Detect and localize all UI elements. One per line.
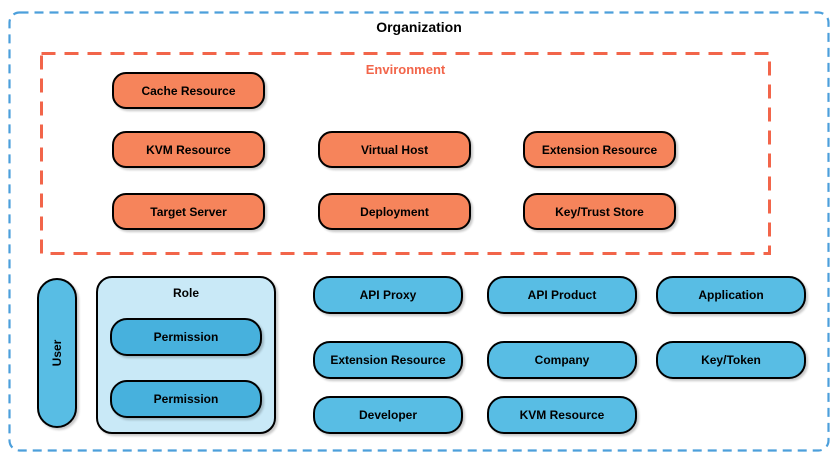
node-developer: Developer xyxy=(313,396,463,434)
node-deployment: Deployment xyxy=(318,193,471,230)
node-cache-resource: Cache Resource xyxy=(112,72,265,109)
node-virtual-host: Virtual Host xyxy=(318,131,471,168)
node-extension-resource-env: Extension Resource xyxy=(523,131,676,168)
role-label: Role xyxy=(172,286,199,300)
node-application: Application xyxy=(656,276,806,314)
node-kvm-resource-env: KVM Resource xyxy=(112,131,265,168)
node-target-server: Target Server xyxy=(112,193,265,230)
node-key-trust-store: Key/Trust Store xyxy=(523,193,676,230)
node-company: Company xyxy=(487,341,637,379)
node-key-token: Key/Token xyxy=(656,341,806,379)
node-api-product: API Product xyxy=(487,276,637,314)
node-extension-resource-org: Extension Resource xyxy=(313,341,463,379)
organization-title: Organization xyxy=(376,19,462,35)
node-kvm-resource-org: KVM Resource xyxy=(487,396,637,434)
node-role: Role Permission Permission xyxy=(96,276,276,434)
node-user: User xyxy=(37,278,77,428)
environment-title: Environment xyxy=(365,62,446,77)
user-label: User xyxy=(50,339,64,367)
node-permission-2: Permission xyxy=(110,380,262,418)
node-permission-1: Permission xyxy=(110,318,262,356)
node-api-proxy: API Proxy xyxy=(313,276,463,314)
